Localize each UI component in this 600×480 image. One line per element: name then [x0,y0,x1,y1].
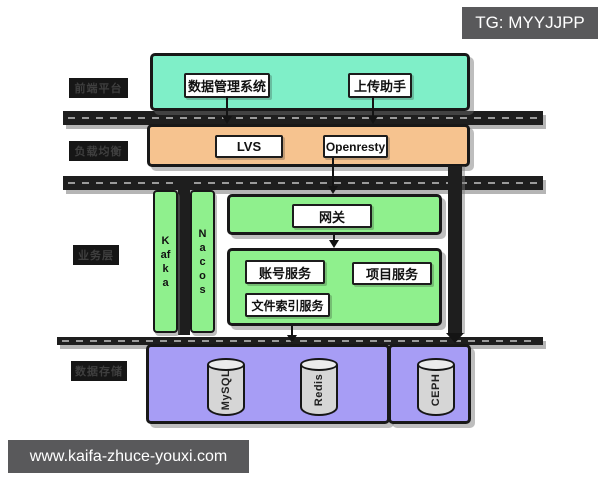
arrow-lb-to-gateway-line [332,158,334,188]
layer-label-business: 业务层 [73,245,119,265]
mysql-label: MySQL [220,369,232,411]
arrow-services-to-storage-line [291,326,293,337]
arrow-upload-to-lb-line [372,96,374,118]
openresty-node: Openresty [323,135,388,158]
kafka-label: Kafka [160,234,171,289]
cylinder-body [207,365,245,416]
website-watermark-badge: www.kaifa-zhuce-youxi.com [8,440,249,473]
arrow-gateway-to-services-line [333,235,335,242]
cylinder-top [300,358,338,371]
separator-bar-3 [57,337,543,345]
cylinder-top [207,358,245,371]
right-flow-bar [448,166,462,334]
lvs-node: LVS [215,135,283,158]
upload-assistant-node: 上传助手 [348,73,412,98]
redis-label: Redis [313,373,325,407]
account-service-node: 账号服务 [245,260,325,284]
layer-label-frontend: 前端平台 [69,78,128,98]
services-layer-box: 账号服务 项目服务 文件索引服务 [227,248,442,326]
cylinder-top [417,358,455,371]
arrow-down-icon [287,335,297,343]
gateway-layer-box: 网关 [227,194,442,235]
nacos-label: Nacos [198,227,207,296]
arrow-dms-to-lb-line [226,96,228,118]
cylinder-body [417,365,455,416]
storage-box-main: MySQL Redis [146,344,390,424]
arrow-down-icon [329,240,339,248]
arrow-down-icon [222,116,232,124]
separator-bar-2 [63,176,543,190]
kafka-sidecar-box: Kafka [153,190,178,333]
frontend-layer-box: 数据管理系统 上传助手 [150,53,470,111]
project-service-node: 项目服务 [352,262,432,285]
file-index-service-node: 文件索引服务 [245,293,330,317]
layer-label-storage: 数据存储 [71,361,127,381]
data-management-system-node: 数据管理系统 [184,73,270,98]
storage-box-ceph: CEPH [388,344,471,424]
load-balancing-layer-box: LVS Openresty [147,124,470,167]
layer-label-load-balancing: 负载均衡 [69,141,128,161]
kafka-nacos-divider-bar [178,178,190,335]
separator-bar-1 [63,111,543,125]
mysql-cylinder: MySQL [207,358,245,416]
arrow-down-icon [368,116,378,124]
cylinder-body [300,365,338,416]
ceph-label: CEPH [430,373,442,407]
redis-cylinder: Redis [300,358,338,416]
gateway-node: 网关 [292,204,372,228]
arrow-down-icon [328,186,338,194]
arrow-down-icon [446,333,464,343]
telegram-watermark-badge: TG: MYYJJPP [462,7,598,39]
nacos-sidecar-box: Nacos [190,190,215,333]
ceph-cylinder: CEPH [417,358,455,416]
